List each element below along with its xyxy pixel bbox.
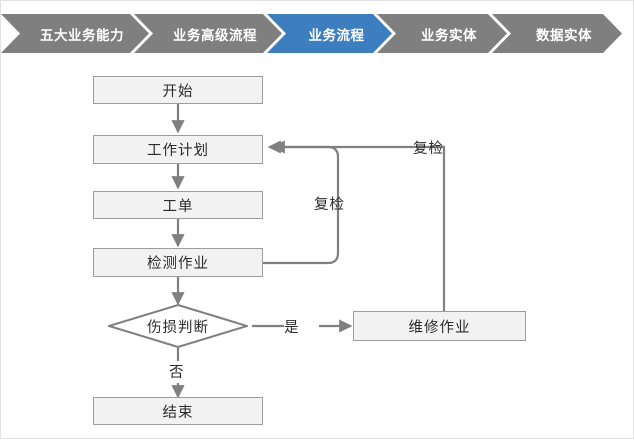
diamond-shape bbox=[108, 304, 248, 348]
process-step-2-label: 业务高级流程 bbox=[173, 27, 257, 44]
node-maintenance[interactable]: 维修作业 bbox=[353, 311, 526, 341]
process-step-4-label: 业务实体 bbox=[421, 27, 477, 44]
edge-label-yes: 是 bbox=[284, 320, 300, 336]
node-inspection-label: 检测作业 bbox=[147, 256, 209, 272]
edge-recheck-outer bbox=[271, 140, 446, 311]
process-step-1-label: 五大业务能力 bbox=[40, 27, 124, 44]
node-decision[interactable]: 伤损判断 bbox=[108, 304, 248, 348]
process-step-bar: 五大业务能力 业务高级流程 业务流程 业务实体 数据实体 bbox=[1, 14, 634, 53]
process-step-5-label: 数据实体 bbox=[536, 27, 592, 44]
node-inspection[interactable]: 检测作业 bbox=[93, 248, 263, 277]
node-work-plan-label: 工作计划 bbox=[147, 143, 209, 159]
edge-label-recheck-inner: 复检 bbox=[314, 197, 345, 213]
node-start[interactable]: 开始 bbox=[93, 76, 263, 104]
process-step-1[interactable]: 五大业务能力 bbox=[1, 14, 149, 53]
node-work-order[interactable]: 工单 bbox=[93, 191, 263, 219]
process-step-2[interactable]: 业务高级流程 bbox=[134, 14, 282, 53]
node-end[interactable]: 结束 bbox=[93, 397, 263, 425]
process-step-3-active[interactable]: 业务流程 bbox=[267, 14, 392, 53]
node-work-plan[interactable]: 工作计划 bbox=[93, 135, 263, 164]
node-maintenance-label: 维修作业 bbox=[408, 319, 471, 336]
edge-label-no: 否 bbox=[169, 365, 185, 381]
process-step-4[interactable]: 业务实体 bbox=[377, 14, 507, 53]
node-start-label: 开始 bbox=[162, 83, 194, 100]
node-work-order-label: 工单 bbox=[162, 198, 194, 215]
process-step-3-label: 业务流程 bbox=[308, 27, 365, 44]
edge-label-recheck-outer: 复检 bbox=[413, 141, 444, 157]
process-step-5[interactable]: 数据实体 bbox=[492, 14, 622, 53]
node-end-label: 结束 bbox=[162, 404, 194, 421]
